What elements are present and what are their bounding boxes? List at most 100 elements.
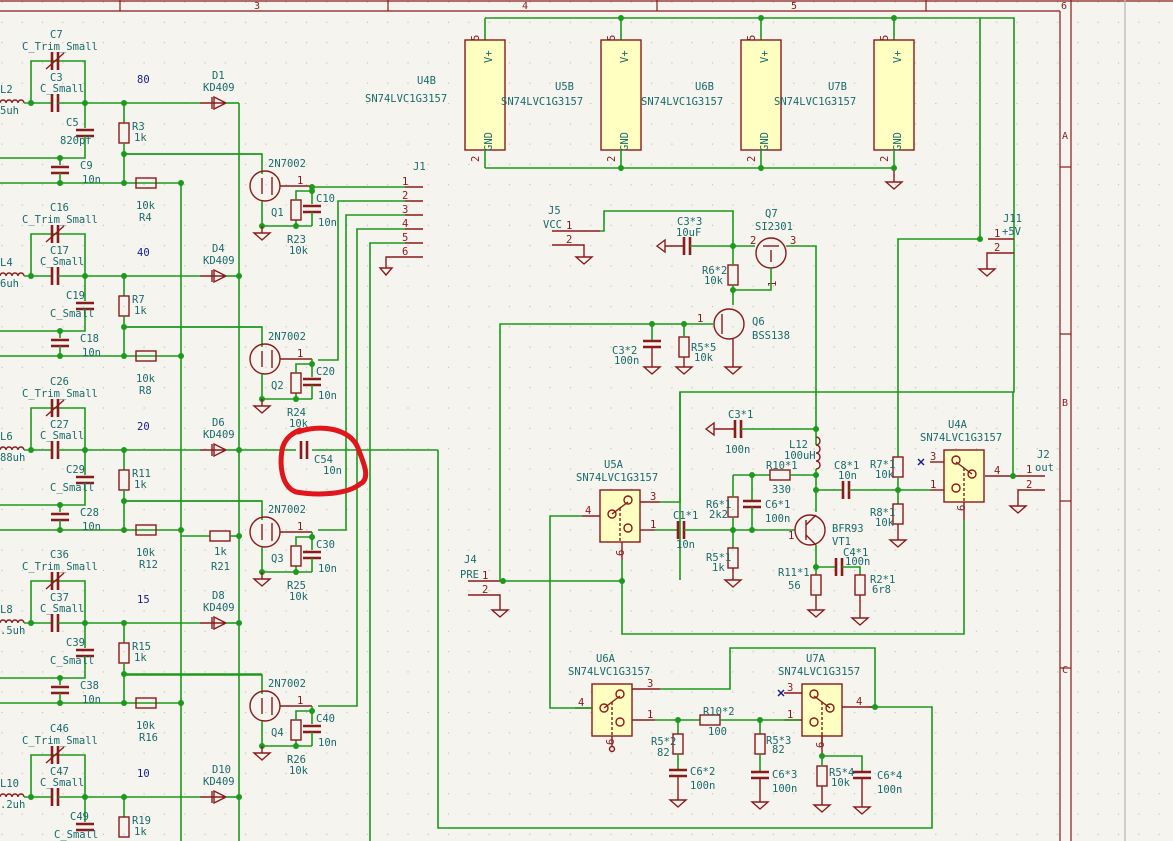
gnd-label: GND — [759, 132, 771, 151]
j2-ref: J2 — [1037, 449, 1050, 461]
q7-pin: 3 — [790, 235, 796, 247]
shunt-cap-value: C_Small — [50, 655, 94, 667]
resistor-1k-value: 1k — [134, 132, 147, 144]
pin-g: 2 — [746, 156, 758, 162]
pin-v: 5 — [746, 35, 758, 41]
inductor-icon — [0, 793, 25, 798]
shunt-cap-ref: C39 — [66, 637, 85, 649]
fet-cap-value: 10n — [318, 390, 337, 402]
c6-1-value: 100n — [765, 513, 790, 525]
j5-pin: 1 — [566, 220, 572, 232]
shunt-cap-value: 820pf — [60, 135, 92, 147]
red-highlight-circle — [278, 425, 369, 497]
r6-2-ref: R6*2 — [702, 265, 727, 277]
c3-1-value: 100n — [725, 444, 750, 456]
fet-pin: 1 — [297, 521, 303, 533]
vplus-label: V+ — [892, 50, 904, 63]
switch-value: SN74LVC1G3157 — [576, 472, 658, 484]
switch-pin: 6 — [615, 550, 627, 556]
switch-value: SN74LVC1G3157 — [568, 666, 650, 678]
r7-1-ref: R7*1 — [870, 459, 895, 471]
fet-value: 2N7002 — [268, 504, 306, 516]
switch-pin: 1 — [650, 519, 656, 531]
pin-v: 5 — [879, 35, 891, 41]
fet-pin: 1 — [297, 175, 303, 187]
attenuator-section: R10*2 100 R5*2 82 C6*2 100n R5*3 82 C6*3… — [651, 647, 902, 815]
switch-pin: 1 — [930, 479, 936, 491]
r7-1-value: 10k — [875, 469, 895, 481]
shunt-cap-value: C_Small — [50, 482, 94, 494]
r5-5-ref: R5*5 — [691, 342, 716, 354]
fet-cap-value: 10n — [318, 737, 337, 749]
inductor-icon — [0, 619, 25, 624]
r6-2-value: 10k — [704, 275, 724, 287]
vt1-pin: 1 — [788, 530, 794, 542]
switch-pin: 3 — [930, 451, 936, 463]
j1-pin: 3 — [402, 204, 408, 216]
series-cap-value: C_Small — [40, 603, 84, 615]
series-cap-value: C_Small — [40, 777, 84, 789]
shunt-cap-ref: C49 — [70, 811, 89, 823]
diode-ref: D6 — [212, 417, 225, 429]
trim-cap-ref: C16 — [50, 202, 69, 214]
diode-icon — [200, 442, 228, 458]
unit-value: SN74LVC1G3157 — [641, 96, 723, 108]
net-label: 20 — [137, 421, 150, 433]
shunt-cap-value: C_Small — [50, 308, 94, 320]
switch-pin: 4 — [856, 696, 862, 708]
r5-1-ref: R5*1 — [706, 552, 731, 564]
j11-pin: 1 — [994, 228, 1000, 240]
r6-1-value: 2k2 — [709, 509, 728, 521]
j1-wiring — [312, 186, 405, 841]
resistor-1k-ref: R11 — [132, 468, 151, 480]
r5-3-ref: R5*3 — [766, 735, 791, 747]
frame-row-label: A — [1062, 131, 1068, 142]
inductor-value: .2uh — [0, 799, 25, 811]
fet-cap-ref: C30 — [316, 539, 335, 551]
c3-3-value: 10uF — [676, 227, 701, 239]
j2-pin: 2 — [1026, 479, 1032, 491]
fet-resistor-value: 10k — [289, 591, 309, 603]
frame-row-label: C — [1062, 665, 1068, 676]
c8-1-ref: C8*1 — [834, 460, 859, 472]
unit-value: SN74LVC1G3157 — [501, 96, 583, 108]
fet-resistor-ref: R26 — [287, 754, 306, 766]
switch-pin: 6 — [956, 505, 968, 511]
q7-ref: Q7 — [765, 208, 778, 220]
bypass-cap-value: 10n — [82, 521, 101, 533]
switch-pin: 3 — [650, 491, 656, 503]
c1-1-ref: C1*1 — [673, 510, 698, 522]
switch-ref: U4A — [948, 419, 968, 431]
j1-pin: 1 — [402, 176, 408, 188]
fet-cap-ref: C20 — [316, 366, 335, 378]
shunt-cap-ref: C5 — [66, 117, 79, 129]
r5-4-value: 10k — [831, 777, 851, 789]
diode-icon — [200, 615, 228, 631]
vplus-label: V+ — [759, 50, 771, 63]
q6-pin: 1 — [697, 313, 703, 325]
frame-column-label: 5 — [791, 1, 797, 12]
r5-4-ref: R5*4 — [829, 767, 854, 779]
resistor-10k-ref: R4 — [139, 212, 152, 224]
bypass-cap-value: 10n — [82, 347, 101, 359]
r11-1-value: 56 — [788, 580, 801, 592]
inductor-value: 5uh — [0, 105, 19, 117]
fet-pin: 1 — [297, 695, 303, 707]
capacitor-c54[interactable]: C54 10n — [239, 425, 933, 829]
c54-ref: C54 — [314, 454, 333, 466]
